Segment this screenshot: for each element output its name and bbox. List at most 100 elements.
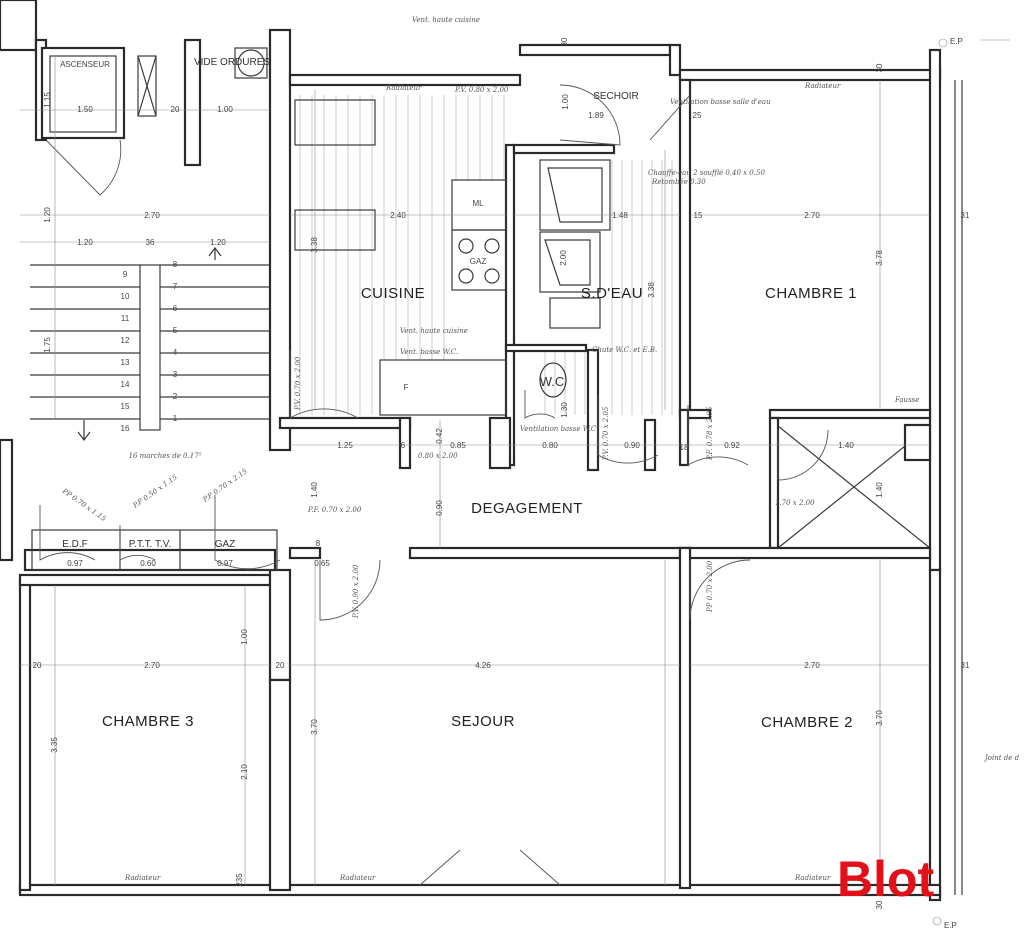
dim-chambre3-height: 3.35 [50,737,59,753]
stair-step: 5 [173,326,178,335]
stair-step: 8 [173,260,178,269]
stair-numbers: 9 10 11 12 13 14 15 16 8 7 6 5 4 3 2 1 1… [121,260,202,460]
room-label-gaz: GAZ [215,539,236,550]
note-placard-dim: 1.70 x 2.00 [775,499,815,507]
note-chute: Chute W.C. et E.B. [592,346,657,354]
note-pp-070: PP 0.70 x 1.15 [60,487,108,524]
dim-chambre2-width: 2.70 [804,661,820,670]
dim-v-200: 2.00 [559,250,568,266]
dim-cuisine-width: 2.40 [390,211,406,220]
kitchen-hatch [299,95,505,415]
stair-step: 10 [121,292,130,301]
dim-cuisine-height: 3.38 [310,237,319,253]
dim-chambre1-width: 2.70 [804,211,820,220]
dim-deg-mid: 0.90 [435,500,444,516]
dim-chambre2-height: 3.70 [875,710,884,726]
dim-deg-w5: 0.92 [724,441,740,450]
dim-placard: 1.40 [838,441,854,450]
note-porte-pf078: P.F. 0.78 x 2.05 [706,406,714,461]
dim-wall-31-bottom: 31 [961,661,970,670]
note-pp-050: P.P 0.50 x 1.15 [131,473,179,510]
note-vent-top: Vent. haute cuisine [412,16,480,24]
dimension-lines [20,38,1010,926]
note-pp-070b: P.P 0.70 x 2.15 [201,467,249,504]
dim-landing: 1.20 [43,207,52,223]
note-vent-basse-wc: Vent. basse W.C. [400,348,458,356]
door-swings [39,84,829,886]
stair-step: 13 [121,358,130,367]
dim-sechoir-height: 1.00 [561,94,570,110]
note-radiator-sejour: Radiateur [339,874,376,882]
dim-wall-6: 6 [401,441,406,450]
note-porte-pv070b: P.V. 0.70 x 2.05 [602,406,610,461]
dim-v-030: 30 [560,37,569,46]
label-ml: ML [472,199,484,208]
stair-step: 3 [173,370,178,379]
stair-step: 4 [173,348,178,357]
stair-step: 15 [121,402,130,411]
note-porte-080: 0.80 x 2.00 [418,452,458,460]
kitchen-fixtures [234,47,507,416]
dim-wall-18: 18 [680,443,689,452]
dim-deg-w1: 1.25 [337,441,353,450]
dim-wall-20-left: 20 [33,661,42,670]
dim-ptt: 0.60 [140,559,156,568]
dim-sejour-width: 4.26 [475,661,491,670]
label-ep-top: E.P [950,37,963,46]
dim-entry: 0.65 [314,559,330,568]
label-ep-bottom: E.P [944,921,957,930]
dim-placard-height: 1.40 [875,482,884,498]
note-ventil-basse: Ventilation basse salle d'eau [670,98,771,106]
stair-step: 9 [123,270,128,279]
note-jour: Joint de d [983,754,1020,762]
room-label-vide-ordures: VIDE ORDURES [194,57,270,68]
dim-vide-width: 1.00 [217,105,233,114]
dim-wall-20: 20 [171,105,180,114]
room-label-sejour: SEJOUR [451,713,515,730]
room-label-chambre-2: CHAMBRE 2 [761,714,853,731]
dim-edf: 0.97 [67,559,83,568]
stair-step: 6 [173,304,178,313]
note-chauffe: Chauffe-eau 2 soufflé 0.40 x 0.50 [648,169,765,177]
bathroom-fixtures [539,159,611,398]
stair-step: 1 [173,414,178,423]
room-label-sechoir: SECHOIR [593,91,639,102]
stair-step: 12 [121,336,130,345]
dim-sdeau-height: 3.38 [647,282,656,298]
note-radiator: Radiateur [385,84,422,92]
dim-stair-run: 1.75 [43,337,52,353]
fixture-labels: ML GAZ F E.P E.P [404,37,963,930]
dim-asc-width: 1.50 [77,105,93,114]
room-label-sdeau: S.D'EAU [581,285,643,302]
dim-gaz: 0.97 [217,559,233,568]
label-gaz-stove: GAZ [470,257,487,266]
room-label-ascenseur: ASCENSEUR [60,60,110,69]
stair-step: 11 [121,314,130,323]
dim-deg-height: 1.40 [310,482,319,498]
dim-wall-20-mid: 20 [276,661,285,670]
stair-treads [30,247,270,441]
stair-step: 14 [121,380,130,389]
dim-deg-w4: 0.90 [624,441,640,450]
room-label-ptt: P.T.T. T.V. [129,539,172,550]
dim-wall-235: 235 [235,873,244,887]
dim-sechoir-width: 1.89 [588,111,604,120]
note-radiator-ch1: Radiateur [804,82,841,90]
note-radiator-ch2: Radiateur [794,874,831,882]
dim-wall-31-top: 31 [961,211,970,220]
note-vent-haute-cuisine: Vent. haute cuisine [400,327,468,335]
note-porte-pp070: PP 0.70 x 2.00 [706,560,714,613]
label-f: F [404,383,409,392]
note-porte-pv070: P.V. 0.70 x 2.00 [294,356,302,411]
dim-chambre3-width: 2.70 [144,661,160,670]
dim-stair-left: 1.20 [77,238,93,247]
room-label-degagement: DEGAGEMENT [471,500,583,517]
note-porte-090: P.V. 0.90 x 2.00 [352,564,360,619]
note-porte-pf070: P.F. 0.70 x 2.00 [307,506,362,514]
room-label-edf: E.D.F [62,539,88,550]
dim-asc-height: 1.15 [43,92,52,108]
note-retombee: Retombée 0.30 [651,178,706,186]
interior-walls [18,46,932,892]
dimension-labels: 1.50 1.00 20 1.15 2.70 1.20 3 6 1.20 1.75… [33,37,970,909]
